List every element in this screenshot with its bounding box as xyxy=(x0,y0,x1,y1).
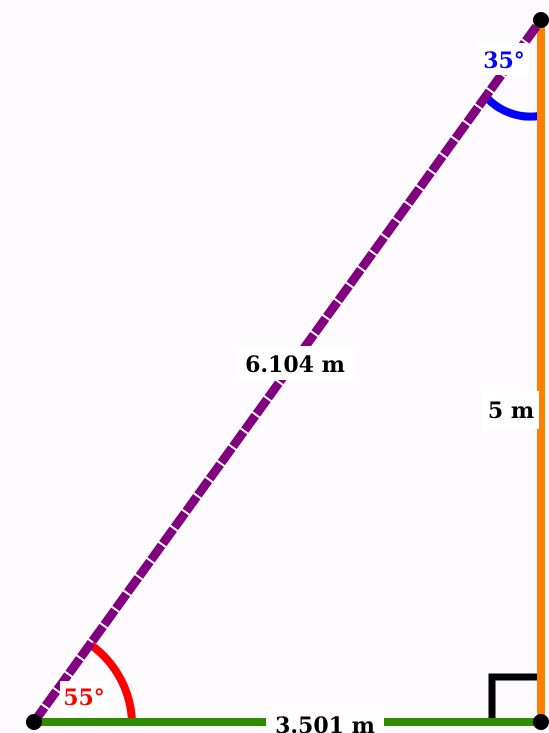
right-angle-marker xyxy=(488,673,541,722)
hypotenuse-label-bg xyxy=(236,346,354,380)
base-label-bg xyxy=(266,711,384,733)
angle-55-label-bg xyxy=(60,681,108,713)
angle-35-label: 35° xyxy=(483,48,525,74)
vertical-label-bg xyxy=(483,391,539,429)
angle-35-label-bg xyxy=(479,43,529,75)
angle-arc-55 xyxy=(88,641,136,723)
angle-55-label: 55° xyxy=(63,685,105,711)
base-side-label: 3.501 m xyxy=(275,713,375,733)
vertex-bottom-left xyxy=(26,714,42,730)
vertical-side-label: 5 m xyxy=(488,398,534,424)
vertex-top-right xyxy=(533,12,549,28)
vertex-bottom-right xyxy=(533,714,549,730)
angle-arc-35 xyxy=(484,95,540,121)
hypotenuse-label: 6.104 m xyxy=(245,352,345,378)
